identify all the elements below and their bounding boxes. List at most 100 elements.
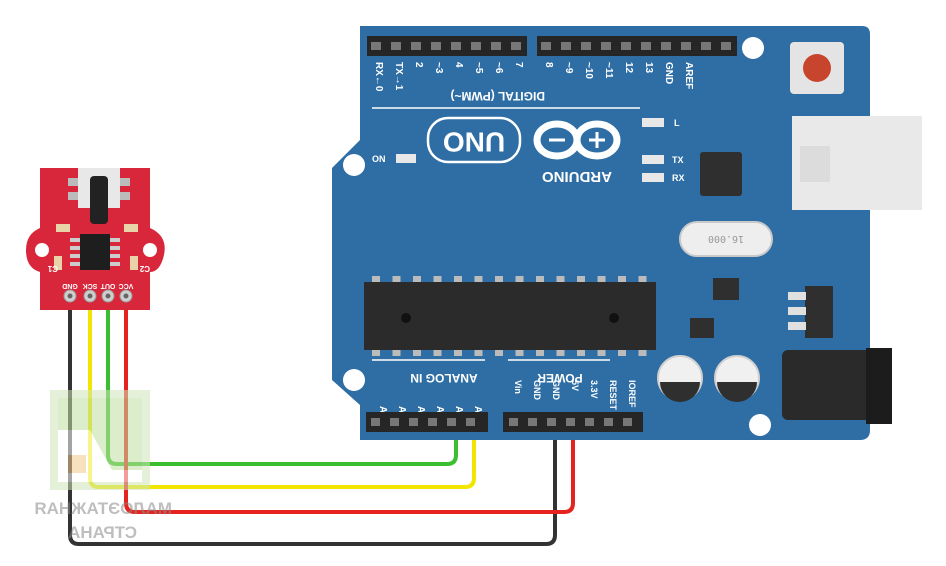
atmega-chip-pins: [372, 276, 647, 356]
chip-pin: [372, 276, 380, 282]
header-hole: [431, 42, 441, 50]
chip-pin: [618, 350, 626, 356]
digital-pin-label: ~11: [603, 62, 614, 79]
header-hole: [581, 42, 591, 50]
chip-pin: [618, 276, 626, 282]
power-pin-label: GND: [551, 380, 561, 401]
usb-chip: [700, 152, 742, 196]
header-hole: [466, 418, 475, 426]
digital-pin-label: TX→1: [393, 62, 404, 91]
chip-pin: [433, 350, 442, 356]
regulator-pin: [788, 322, 806, 330]
usb-connector-inner: [800, 146, 830, 182]
digital-header-label: DIGITAL (PWM~): [450, 89, 545, 103]
chip-pin: [515, 276, 524, 282]
sensor-pin-hole: [123, 293, 129, 299]
chip-pin: [638, 276, 647, 282]
ic-pin: [110, 254, 120, 258]
capacitor: [657, 355, 703, 402]
digital-header-right: [537, 36, 737, 56]
power-label: POWER: [537, 371, 583, 385]
power-pin-label: Vin: [513, 380, 523, 394]
sensor-mount-hole: [35, 243, 49, 257]
digital-pin-label: 8: [543, 62, 554, 68]
sensor-capacitor: [54, 256, 62, 270]
bottom-header-holes: [371, 418, 632, 426]
digital-header-holes: [371, 42, 731, 50]
digital-pin-label: GND: [663, 62, 674, 84]
pressure-port-nozzle: [90, 176, 108, 224]
power-jack: [782, 350, 874, 420]
c2-label: C2: [139, 264, 150, 273]
header-hole: [566, 418, 575, 426]
chip-pin: [536, 276, 544, 282]
digital-pin-label: 2: [413, 62, 424, 68]
ic-pin: [70, 254, 80, 258]
arduino-brand-text: ARDUINO: [542, 168, 612, 185]
header-hole: [585, 418, 594, 426]
mounting-hole: [343, 154, 365, 176]
watermark-text-line2: СТРАНА: [68, 523, 137, 542]
chip-pin: [413, 350, 421, 356]
chip-pin: [454, 350, 462, 356]
watermark-text-line1: МАЛОЭТАЖНАЯ: [34, 499, 172, 518]
chip-pin: [372, 350, 380, 356]
chip-pin: [413, 276, 421, 282]
mounting-hole: [343, 369, 365, 391]
chip-dot: [609, 313, 619, 323]
chip-pin: [474, 276, 483, 282]
power-pin-label: 5V: [570, 380, 580, 391]
digital-pin-label: ~9: [563, 62, 574, 74]
chip-pin: [597, 276, 606, 282]
header-hole: [391, 42, 401, 50]
power-pin-label: RESET: [608, 380, 618, 411]
header-hole: [561, 42, 571, 50]
atmega-chip: [364, 282, 656, 350]
sensor-pin-label: GND: [62, 282, 78, 289]
header-hole: [409, 418, 418, 426]
power-jack-body: [866, 348, 892, 424]
digital-pin-label: 7: [513, 62, 524, 68]
arduino-logo-icon: [533, 120, 621, 160]
header-hole: [371, 42, 381, 50]
capacitor: [714, 355, 760, 402]
digital-pin-label: ~5: [473, 62, 484, 74]
analog-in-label: ANALOG IN: [410, 371, 477, 385]
sensor-capacitor: [130, 256, 138, 270]
chip-pin: [392, 276, 401, 282]
chip-pin: [597, 350, 606, 356]
ic-pin: [110, 246, 120, 250]
crystal: [679, 221, 773, 257]
chip-pin: [392, 350, 401, 356]
regulator-pin: [788, 307, 806, 315]
led-rx: [642, 173, 664, 182]
uno-logo-text: UNO: [443, 127, 505, 158]
header-hole: [623, 418, 632, 426]
header-hole: [451, 42, 461, 50]
led-on: [396, 154, 416, 163]
watermark-logo-shape: [58, 398, 142, 470]
header-hole: [681, 42, 691, 50]
analog-header: [366, 412, 488, 432]
digital-pin-label: ~6: [493, 62, 504, 74]
power-pin-label: IOREF: [627, 380, 637, 408]
header-hole: [528, 418, 537, 426]
crystal-label: 16.000: [708, 233, 744, 244]
ic-pin: [110, 262, 120, 266]
header-hole: [621, 42, 631, 50]
ic-pin: [70, 238, 80, 242]
led-l-label: L: [674, 118, 680, 128]
chip-pin: [433, 276, 442, 282]
digital-pin-label: RX←0: [373, 62, 384, 92]
digital-pin-label: ~10: [583, 62, 594, 79]
mounting-hole: [749, 414, 771, 436]
sensor-pin-hole: [67, 293, 73, 299]
header-hole: [547, 418, 556, 426]
power-pin-label: GND: [532, 380, 542, 401]
